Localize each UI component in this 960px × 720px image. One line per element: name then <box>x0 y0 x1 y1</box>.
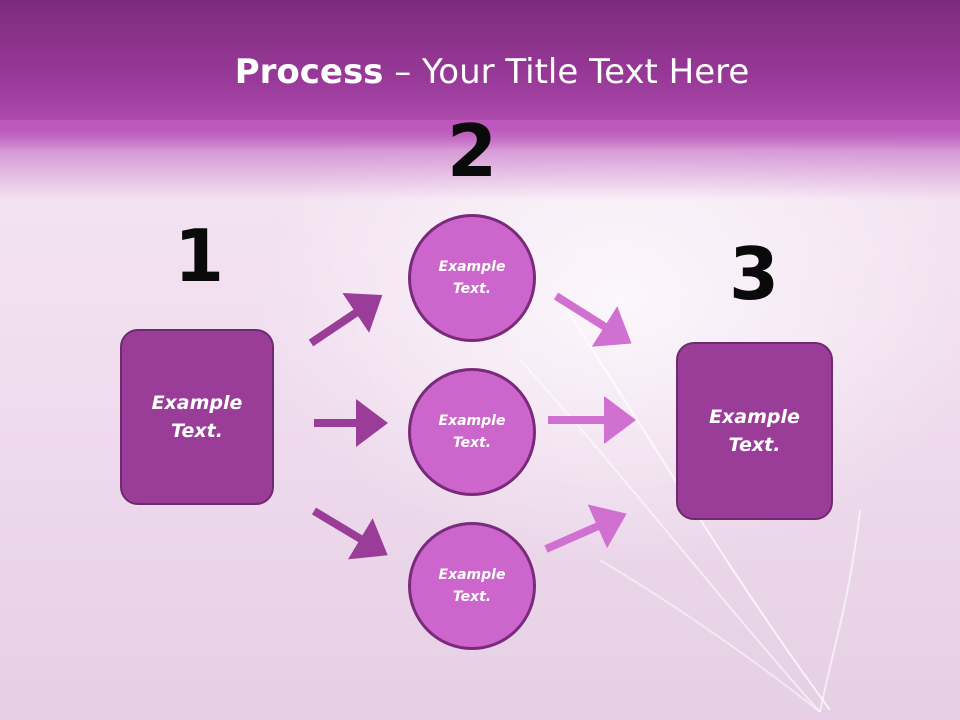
step-box-3-line2: Text. <box>728 434 781 456</box>
step-number-3: 3 <box>728 232 780 316</box>
arrow-to-bottom-circle <box>311 507 388 560</box>
circle-top-line2: Text. <box>452 281 492 297</box>
title-bold: Process <box>234 52 384 92</box>
step-box-1: Example Text. <box>120 329 274 505</box>
circle-bottom-line1: Example <box>438 566 506 583</box>
step-number-2: 2 <box>446 109 498 193</box>
step-number-1: 1 <box>173 214 225 298</box>
circle-middle-line1: Example <box>438 412 506 429</box>
arrow-top-to-box3 <box>553 292 632 347</box>
circle-bottom-line2: Text. <box>452 589 492 605</box>
title-banner-fade <box>0 120 960 200</box>
step-box-3: Example Text. <box>676 342 833 520</box>
arrow-to-top-circle <box>308 293 383 347</box>
page-title: Process – Your Title Text Here <box>0 52 960 92</box>
step-box-1-line1: Example <box>151 391 243 414</box>
step-circle-middle: Example Text. <box>408 368 536 496</box>
circle-middle-line2: Text. <box>452 435 492 451</box>
step-box-1-line2: Text. <box>171 420 223 442</box>
step-circle-bottom: Example Text. <box>408 522 536 650</box>
step-circle-top: Example Text. <box>408 214 536 342</box>
step-box-3-line1: Example <box>709 405 800 428</box>
circle-top-line1: Example <box>438 258 506 275</box>
arrow-bottom-to-box3 <box>544 504 627 553</box>
title-rest: – Your Title Text Here <box>383 52 750 92</box>
